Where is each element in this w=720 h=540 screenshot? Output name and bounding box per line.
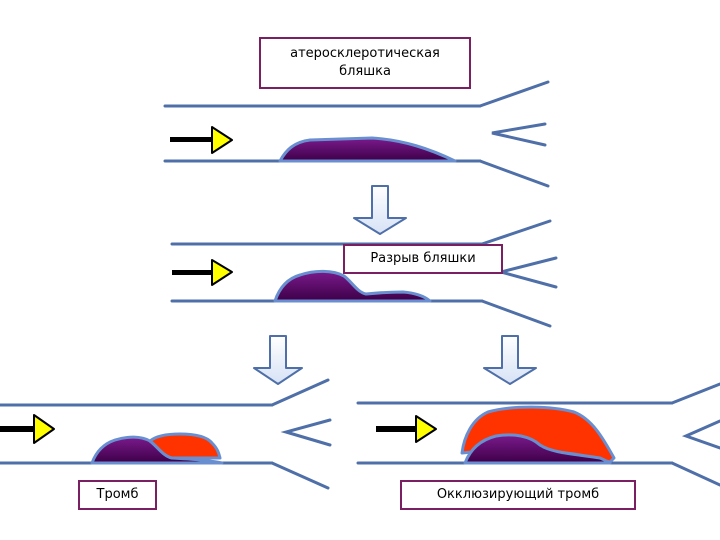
label-rupture: Разрыв бляшки: [343, 244, 503, 274]
flow-arrow: [0, 414, 55, 444]
flow-arrow: [172, 259, 233, 286]
panel-thrombus: [0, 378, 332, 490]
thrombus-shape: [148, 432, 222, 460]
plaque-shape: [463, 433, 612, 465]
panel-occlusive-thrombus: [356, 382, 720, 487]
down-arrow: [253, 335, 303, 385]
panel-plaque: [163, 80, 550, 188]
plaque-shape: [278, 136, 457, 163]
down-arrow: [353, 185, 407, 235]
label-occlusive-thrombus: Окклюзирующий тромб: [400, 480, 636, 510]
label-plaque: атеросклеротическая бляшка: [259, 37, 471, 89]
ruptured-plaque-shape: [273, 269, 432, 303]
down-arrow: [483, 335, 537, 385]
flow-arrow: [376, 415, 437, 443]
label-thrombus: Тромб: [78, 480, 157, 510]
flow-arrow: [170, 126, 233, 154]
